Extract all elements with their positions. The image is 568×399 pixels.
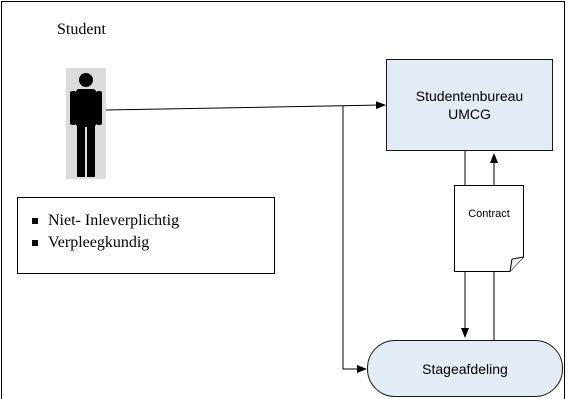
bullet-square-icon xyxy=(32,218,38,224)
arrow-branch-to-stageafdeling xyxy=(342,106,367,373)
criteria-item: Niet- Inleverplichtig xyxy=(32,210,274,232)
contract-document-icon xyxy=(454,185,524,272)
criteria-item: Verpleegkundig xyxy=(32,232,274,254)
student-title: Student xyxy=(57,21,106,38)
criteria-item-label: Niet- Inleverplichtig xyxy=(48,212,180,229)
arrow-student-to-bureau xyxy=(105,101,386,111)
studentenbureau-label-line2: UMCG xyxy=(448,106,491,122)
contract-label: Contract xyxy=(468,208,510,220)
stageafdeling-node: Stageafdeling xyxy=(367,340,563,397)
stageafdeling-label: Stageafdeling xyxy=(422,360,508,377)
person-figure-icon xyxy=(66,68,106,179)
studentenbureau-label-line1: Studentenbureau xyxy=(415,88,524,104)
studentenbureau-node: Studentenbureau UMCG xyxy=(386,59,553,151)
criteria-list: Niet- Inleverplichtig Verpleegkundig xyxy=(18,198,274,254)
student-criteria-box: Niet- Inleverplichtig Verpleegkundig xyxy=(17,197,275,274)
bullet-square-icon xyxy=(32,240,38,246)
criteria-item-label: Verpleegkundig xyxy=(48,234,150,251)
